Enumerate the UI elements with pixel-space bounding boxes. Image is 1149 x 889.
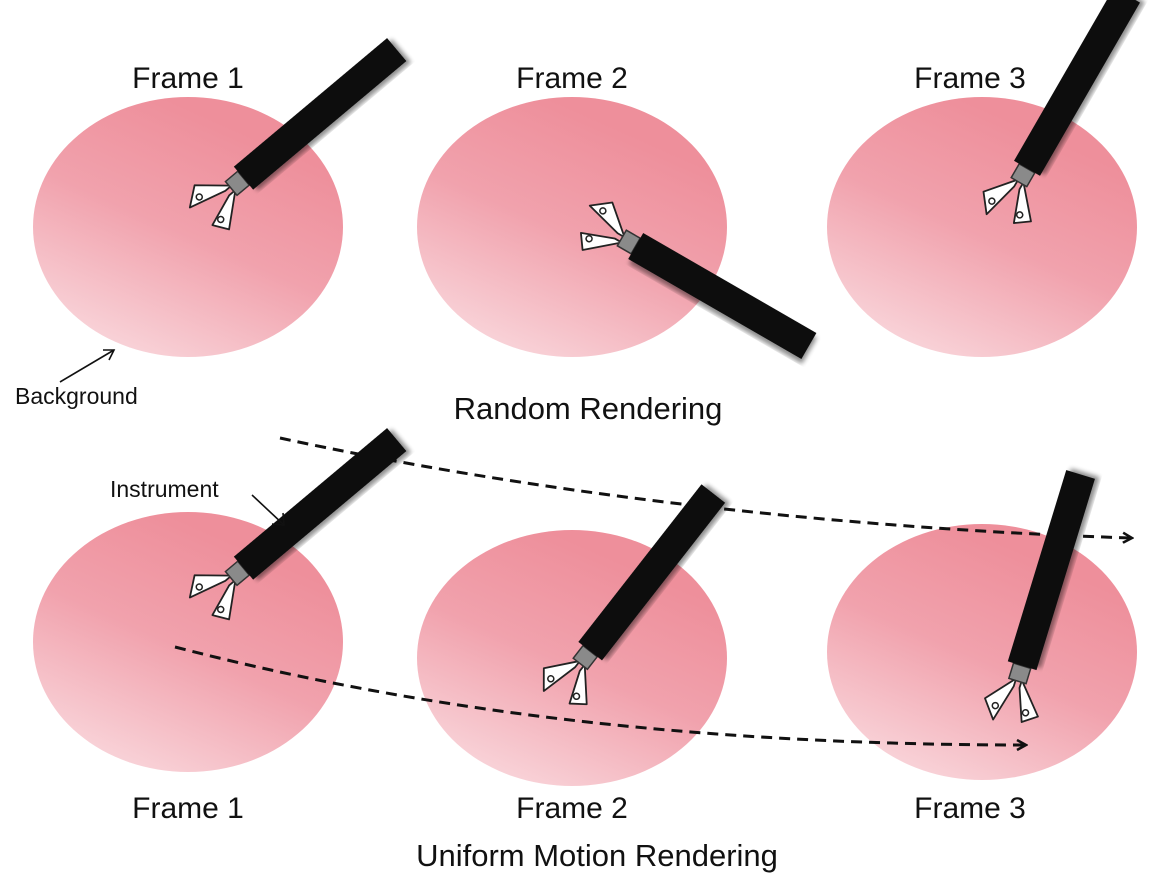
background-pointer-arrow <box>59 349 115 383</box>
instrument-pointer-arrow <box>251 494 285 526</box>
top-frame-2-background <box>417 97 727 357</box>
bottom-frame-1-background <box>33 512 343 772</box>
bottom-frame-2-background <box>417 530 727 786</box>
instrument-annotation: Instrument <box>110 476 219 502</box>
top-frame-1-label: Frame 1 <box>132 62 244 95</box>
bottom-frame-3-label: Frame 3 <box>914 792 1026 825</box>
uniform-motion-rendering-title: Uniform Motion Rendering <box>416 838 778 873</box>
random-rendering-title: Random Rendering <box>454 391 723 426</box>
lower-motion-arrow <box>174 645 1026 745</box>
bottom-frame-1-label: Frame 1 <box>132 792 244 825</box>
top-frame-3-background <box>827 97 1137 357</box>
instrument-pointer-arrowhead <box>271 512 285 526</box>
background-annotation: Background <box>15 383 138 409</box>
top-frame-2-label: Frame 2 <box>516 62 628 95</box>
bottom-frame-2-label: Frame 2 <box>516 792 628 825</box>
background-pointer-arrowhead <box>103 349 116 361</box>
top-frame-3-label: Frame 3 <box>914 62 1026 95</box>
